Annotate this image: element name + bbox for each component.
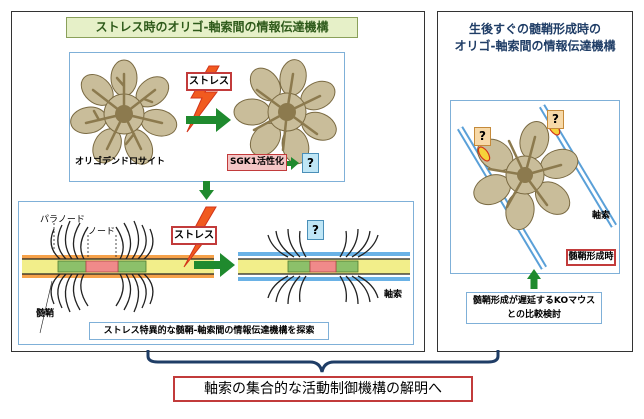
lower-caption: ストレス特異的な髄鞘-軸索間の情報伝達機構を探索 bbox=[89, 322, 329, 340]
stress-label-lower: ストレス bbox=[171, 226, 217, 245]
oligodendrocyte-right bbox=[233, 59, 337, 165]
axon-right bbox=[238, 228, 410, 305]
right-panel-title-line2: オリゴ-軸索間の情報伝達機構 bbox=[454, 39, 616, 53]
myelination-label: 髄鞘形成時 bbox=[566, 249, 616, 266]
ko-mouse-note-line1: 髄鞘形成が遅延するKOマウス bbox=[472, 296, 596, 306]
oligodendrocyte-myelinating bbox=[473, 121, 579, 231]
ko-mouse-note: 髄鞘形成が遅延するKOマウス との比較検討 bbox=[466, 292, 602, 324]
node-label: ノード bbox=[88, 227, 116, 237]
green-arrow-right-lower-icon bbox=[194, 253, 235, 277]
question-box-right-2: ? bbox=[547, 110, 564, 129]
axon-label-right: 軸索 bbox=[592, 211, 611, 221]
left-panel-title: ストレス時のオリゴ-軸索間の情報伝達機構 bbox=[66, 17, 358, 38]
sgk1-label: SGK1活性化 bbox=[227, 154, 287, 171]
green-arrow-down-icon bbox=[199, 181, 214, 200]
stress-label-upper: ストレス bbox=[186, 72, 232, 91]
conclusion-box: 軸索の集合的な活動制御機構の解明へ bbox=[173, 376, 473, 402]
paranode-label: パラノード bbox=[40, 215, 85, 225]
question-box-upper: ? bbox=[302, 153, 319, 173]
question-box-lower: ? bbox=[307, 220, 324, 240]
axon-label-left: 軸索 bbox=[384, 290, 403, 300]
lower-diagram bbox=[22, 206, 410, 334]
ko-mouse-note-line2: との比較検討 bbox=[507, 310, 561, 320]
contact-spot-1 bbox=[477, 146, 491, 162]
oligodendrocyte-left bbox=[70, 59, 178, 165]
right-panel-title-line1: 生後すぐの髄鞘形成時の bbox=[468, 22, 601, 36]
oligodendrocyte-label: オリゴデンドロサイト bbox=[75, 157, 166, 167]
green-arrow-up-icon bbox=[527, 269, 541, 289]
axon-left bbox=[22, 220, 214, 334]
bottom-bracket bbox=[146, 350, 500, 373]
myelin-label: 髄鞘 bbox=[36, 309, 55, 319]
green-arrow-right-icon bbox=[186, 108, 231, 132]
question-box-right-1: ? bbox=[474, 127, 491, 146]
stress-lightning-icon bbox=[186, 65, 220, 133]
upper-diagram bbox=[70, 59, 337, 170]
